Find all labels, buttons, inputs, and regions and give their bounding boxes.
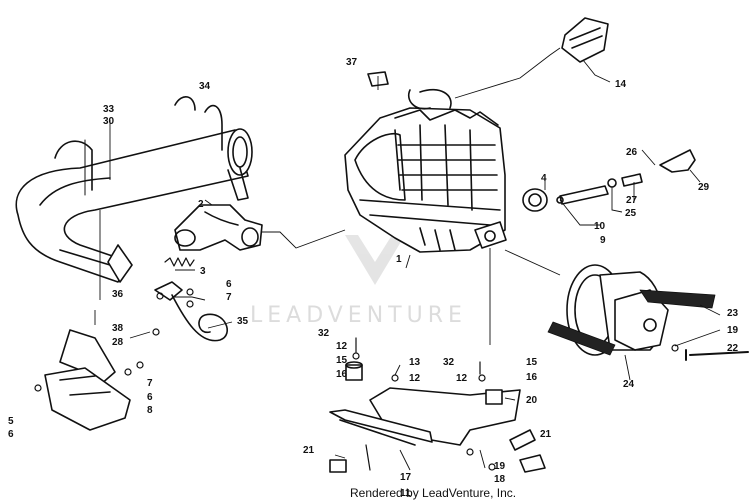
callout-19b: 19 bbox=[494, 461, 506, 472]
callout-32b: 32 bbox=[443, 357, 455, 368]
watermark-text: LEADVENTURE bbox=[250, 303, 467, 328]
callout-10: 10 bbox=[594, 221, 606, 232]
hardware-fasteners bbox=[34, 288, 679, 471]
callout-17: 17 bbox=[400, 472, 412, 483]
callout-35: 35 bbox=[237, 316, 249, 327]
callout-12c: 12 bbox=[456, 373, 468, 384]
callout-4: 4 bbox=[541, 173, 547, 184]
callout-7b: 7 bbox=[147, 378, 153, 389]
callout-26: 26 bbox=[626, 147, 638, 158]
callout-6a: 6 bbox=[226, 279, 232, 290]
callout-22: 22 bbox=[727, 343, 739, 354]
spring bbox=[164, 257, 195, 267]
callout-16b: 16 bbox=[526, 372, 538, 383]
callout-8: 8 bbox=[147, 405, 153, 416]
callout-6c: 6 bbox=[8, 429, 14, 440]
callout-16a: 16 bbox=[336, 369, 348, 380]
callout-20: 20 bbox=[526, 395, 538, 406]
exhaust-bracket bbox=[154, 281, 228, 342]
ignition-coil bbox=[561, 17, 609, 63]
callout-7a: 7 bbox=[226, 292, 232, 303]
callout-1: 1 bbox=[396, 254, 402, 265]
bracket bbox=[659, 149, 696, 173]
engine bbox=[344, 88, 507, 253]
callout-15a: 15 bbox=[336, 355, 348, 366]
rubber-mount-left bbox=[329, 361, 363, 473]
callout-15b: 15 bbox=[526, 357, 538, 368]
callout-27: 27 bbox=[626, 195, 638, 206]
rubber-mount-right bbox=[485, 389, 546, 473]
drive-clutch bbox=[547, 264, 716, 356]
callout-5: 5 bbox=[8, 416, 14, 427]
exhaust-manifold bbox=[174, 204, 263, 251]
callout-32a: 32 bbox=[318, 328, 330, 339]
callout-12b: 12 bbox=[409, 373, 421, 384]
callout-24: 24 bbox=[623, 379, 635, 390]
callout-3: 3 bbox=[200, 266, 206, 277]
callout-2: 2 bbox=[198, 199, 204, 210]
watermark-logo-icon bbox=[345, 235, 405, 285]
callout-38: 38 bbox=[112, 323, 124, 334]
muffler-mount bbox=[44, 329, 131, 431]
callout-21a: 21 bbox=[303, 445, 315, 456]
clutch-bolt bbox=[685, 349, 749, 361]
engine-mount-plate bbox=[329, 387, 521, 446]
callout-21b: 21 bbox=[540, 429, 552, 440]
callout-37: 37 bbox=[346, 57, 358, 68]
callout-6b: 6 bbox=[147, 392, 153, 403]
leader-lines bbox=[94, 47, 721, 471]
motor-mount-shaft bbox=[522, 173, 643, 212]
callout-36: 36 bbox=[112, 289, 124, 300]
callout-28: 28 bbox=[112, 337, 124, 348]
callout-14: 14 bbox=[615, 79, 627, 90]
callout-33: 33 bbox=[103, 104, 115, 115]
callout-25: 25 bbox=[625, 208, 637, 219]
callout-29: 29 bbox=[698, 182, 710, 193]
callout-18: 18 bbox=[494, 474, 506, 485]
callout-23: 23 bbox=[727, 308, 739, 319]
part-callouts: 1 2 3 4 5 6 6 6 7 7 8 9 10 11 12 12 12 1… bbox=[8, 57, 739, 499]
callout-11: 11 bbox=[400, 488, 411, 499]
callout-30: 30 bbox=[103, 116, 115, 127]
exhaust-muffler bbox=[15, 96, 253, 283]
render-credit: Rendered by LeadVenture, Inc. bbox=[350, 486, 517, 500]
callout-13: 13 bbox=[409, 357, 421, 368]
callout-34: 34 bbox=[199, 81, 211, 92]
callout-12a: 12 bbox=[336, 341, 348, 352]
callout-9: 9 bbox=[600, 235, 606, 246]
callout-19a: 19 bbox=[727, 325, 739, 336]
watermark: LEADVENTURE bbox=[250, 235, 467, 328]
